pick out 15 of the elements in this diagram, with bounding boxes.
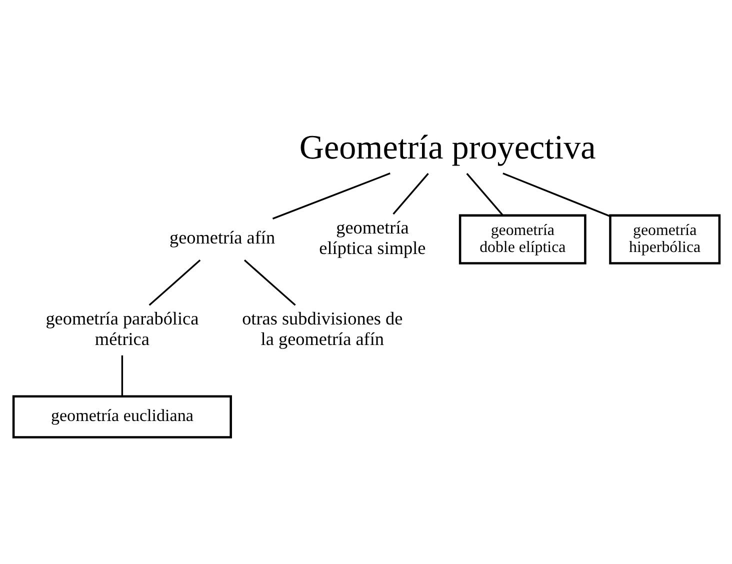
node-text: otras subdivisiones de la geometría afín [242, 308, 402, 349]
node-text: geometría parabólica métrica [45, 308, 198, 349]
connector [466, 173, 503, 216]
connector [502, 172, 610, 217]
node-box: geometría euclidiana [12, 395, 232, 438]
node-box: geometría hiperbólica [608, 214, 720, 264]
connector [243, 260, 296, 306]
node-text: geometría elíptica simple [318, 217, 426, 258]
connector [272, 172, 390, 220]
connector [148, 260, 200, 306]
node-text: geometría afín [169, 228, 275, 248]
node-box: geometría doble elíptica [458, 214, 586, 264]
connector [392, 173, 428, 215]
node-text: Geometría proyectiva [298, 130, 596, 167]
connector [120, 355, 123, 396]
